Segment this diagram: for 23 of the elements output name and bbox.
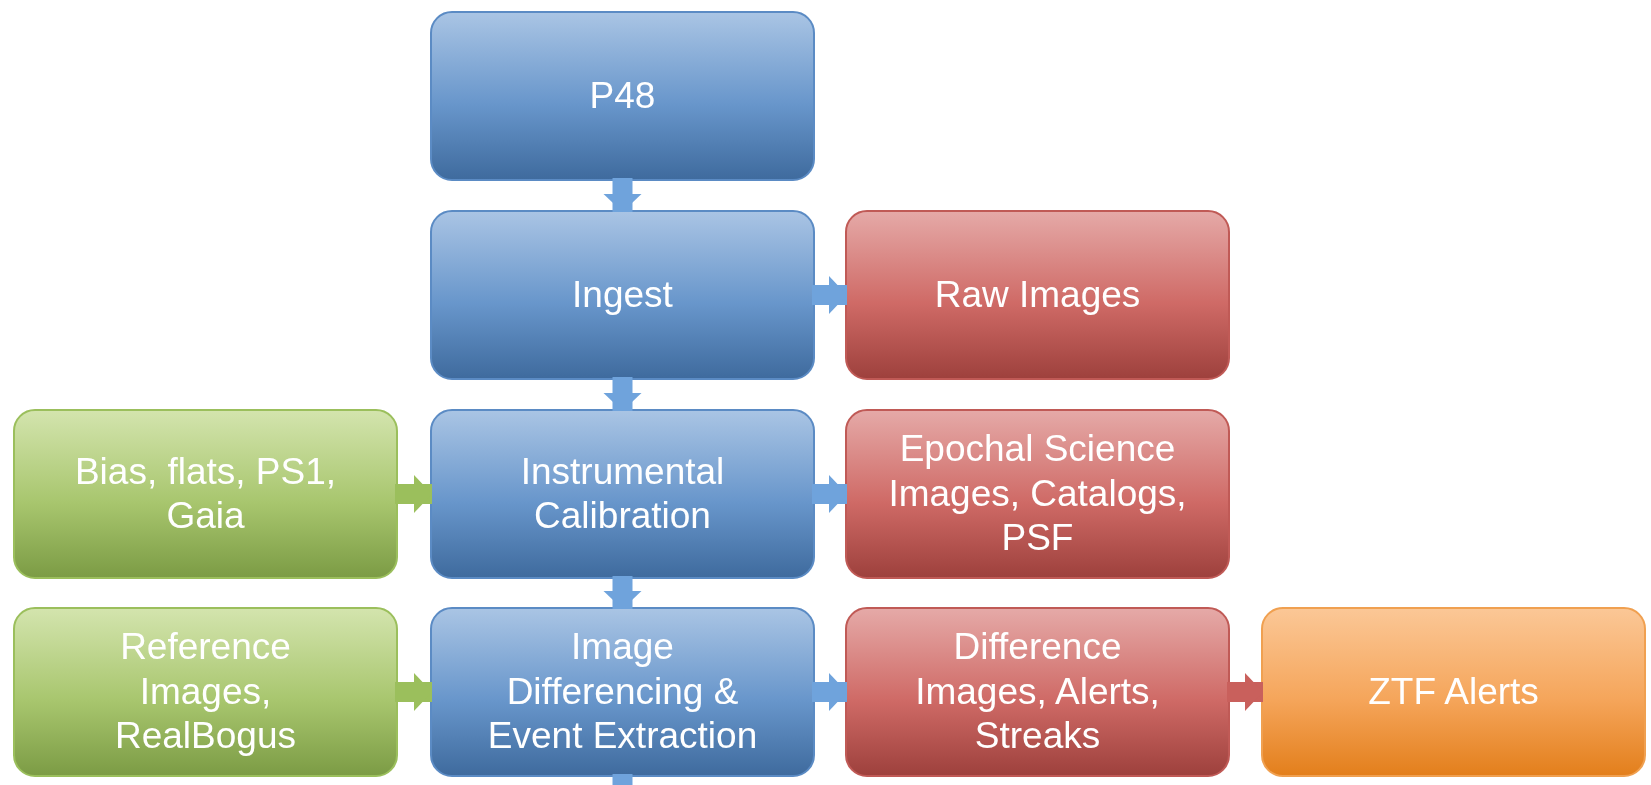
box-label: Difference Images, Alerts, Streaks — [914, 625, 1161, 759]
block-arrow — [603, 576, 642, 609]
box-label: P48 — [589, 73, 656, 118]
process-box — [430, 210, 815, 380]
process-box — [845, 607, 1230, 777]
box-label: ZTF Alerts — [1368, 669, 1539, 714]
box-label: Raw Images — [934, 272, 1141, 317]
block-arrow — [603, 377, 642, 411]
box-label: Ingest — [572, 272, 673, 317]
box-label: Epochal Science Images, Catalogs, PSF — [887, 427, 1188, 561]
process-box — [430, 11, 815, 181]
box-label: Reference Images, RealBogus — [114, 625, 297, 759]
box-label: Image Differencing & Event Extraction — [486, 625, 759, 759]
process-box — [845, 210, 1230, 380]
block-arrow — [603, 178, 642, 212]
process-box — [845, 409, 1230, 579]
process-box — [13, 607, 398, 777]
box-label: Bias, flats, PS1, Gaia — [73, 449, 338, 538]
process-box — [13, 409, 398, 579]
process-box — [430, 607, 815, 777]
process-box — [1261, 607, 1646, 777]
box-label: Instrumental Calibration — [519, 449, 726, 538]
process-box — [430, 409, 815, 579]
